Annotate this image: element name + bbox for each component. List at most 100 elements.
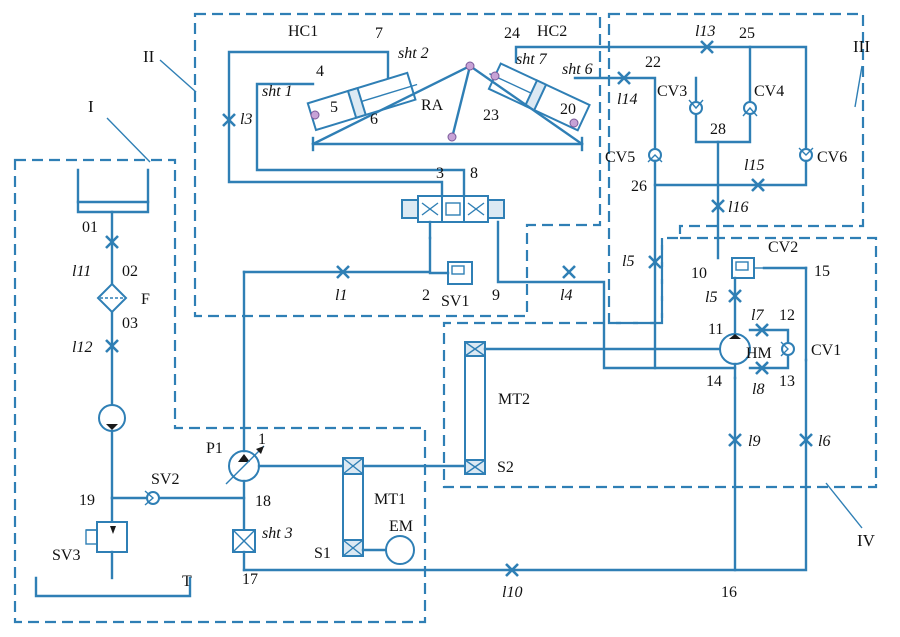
label-l5b: l5 [705, 289, 717, 306]
node-23: 23 [483, 107, 499, 124]
label-HC2: HC2 [537, 23, 567, 40]
node-9: 9 [492, 287, 500, 304]
label-RA: RA [421, 97, 444, 114]
line-26-CV6 [653, 159, 808, 187]
valve-port-T [496, 220, 737, 370]
throttle-l6-icon [799, 433, 813, 447]
label-EM: EM [389, 518, 413, 535]
throttle-l9-icon [728, 433, 742, 447]
label-CV5: CV5 [605, 149, 635, 166]
label-CV4: CV4 [754, 83, 784, 100]
label-S1: S1 [314, 545, 331, 562]
relief-valve-SV3-icon [85, 521, 128, 553]
label-l1: l1 [335, 287, 347, 304]
line-22 [573, 76, 657, 150]
region-I-label: I [88, 97, 94, 116]
throttle-l15-icon [751, 178, 765, 192]
check-valve-CV6-icon[interactable] [798, 147, 814, 162]
check-valve-CV1-icon[interactable] [780, 341, 795, 357]
throttle-l13-icon [700, 40, 714, 54]
return-line-17-16 [242, 358, 808, 572]
check-valve-SV2-icon [144, 490, 160, 506]
label-l5a: l5 [622, 253, 634, 270]
node-18: 18 [255, 493, 271, 510]
line-8-HC2 [255, 82, 466, 198]
node-16: 16 [721, 584, 737, 601]
valve-SV1-icon[interactable] [428, 261, 473, 285]
node-13: 13 [779, 373, 795, 390]
node-28: 28 [710, 121, 726, 138]
torque-meter-MT2 [464, 341, 486, 475]
label-T: T [182, 573, 192, 590]
label-l16: l16 [728, 199, 748, 216]
label-l7: l7 [751, 307, 764, 324]
label-sht7: sht 7 [516, 51, 548, 68]
label-MT1: MT1 [374, 491, 406, 508]
region-I-leader [106, 117, 151, 163]
directional-valve-icon[interactable] [401, 195, 505, 223]
label-sht6: sht 6 [562, 61, 593, 78]
check-valve-CV4-icon[interactable] [742, 101, 758, 117]
label-CV1: CV1 [811, 342, 841, 359]
label-HC1: HC1 [288, 23, 318, 40]
throttle-l5b-icon [728, 289, 742, 303]
label-S2: S2 [497, 459, 514, 476]
region-III-leader [854, 65, 863, 108]
node-01: 01 [82, 219, 98, 236]
label-l11: l11 [72, 263, 91, 280]
label-CV6: CV6 [817, 149, 847, 166]
label-l4: l4 [560, 287, 572, 304]
node-2: 2 [422, 287, 430, 304]
throttle-l5a-icon [648, 255, 662, 269]
tank-T-bottom [34, 576, 192, 598]
check-valve-CV2-icon[interactable] [731, 257, 764, 279]
node-15: 15 [814, 263, 830, 280]
label-l6: l6 [818, 433, 830, 450]
cylinder-HC1 [306, 71, 418, 132]
label-l15: l15 [744, 157, 764, 174]
throttle-l7-icon [755, 323, 769, 337]
label-SV2: SV2 [151, 471, 179, 488]
node-03: 03 [122, 315, 138, 332]
node-1: 1 [258, 431, 266, 448]
region-II-label: II [143, 47, 155, 66]
node-19: 19 [79, 492, 95, 509]
node-5: 5 [330, 99, 338, 116]
label-CV2: CV2 [768, 239, 798, 256]
node-3: 3 [436, 165, 444, 182]
region-IV-box [442, 236, 878, 489]
node-7: 7 [375, 25, 383, 42]
region-II-leader [159, 59, 197, 93]
node-20: 20 [560, 101, 576, 118]
label-MT2: MT2 [498, 391, 530, 408]
label-l9: l9 [748, 433, 760, 450]
region-III-label: III [853, 37, 870, 56]
robot-arm-RA [310, 61, 584, 152]
filter-F-icon [96, 282, 128, 314]
region-I-box [13, 158, 427, 624]
throttle-l8-icon [755, 361, 769, 375]
electric-motor-EM-icon[interactable] [385, 535, 415, 565]
label-l3: l3 [240, 111, 252, 128]
check-valve-CV3-icon[interactable] [688, 99, 704, 115]
label-l10: l10 [502, 584, 522, 601]
label-P1: P1 [206, 440, 223, 457]
node-6: 6 [370, 111, 378, 128]
throttle-l11-icon [105, 235, 119, 249]
reservoir-tank [76, 168, 150, 214]
node-17: 17 [242, 571, 258, 588]
node-02: 02 [122, 263, 138, 280]
charge-pump-icon [98, 404, 126, 432]
label-HM: HM [746, 345, 772, 362]
node-12: 12 [779, 307, 795, 324]
torque-meter-MT1 [342, 457, 364, 557]
label-sht3: sht 3 [262, 525, 293, 542]
throttle-l4-icon [562, 265, 576, 279]
label-sht2: sht 2 [398, 45, 429, 62]
label-SV1: SV1 [441, 293, 469, 310]
throttle-l3-icon [222, 113, 236, 127]
node-25: 25 [739, 25, 755, 42]
line-3-HC1 [227, 50, 444, 198]
throttle-l10-icon [505, 563, 519, 577]
